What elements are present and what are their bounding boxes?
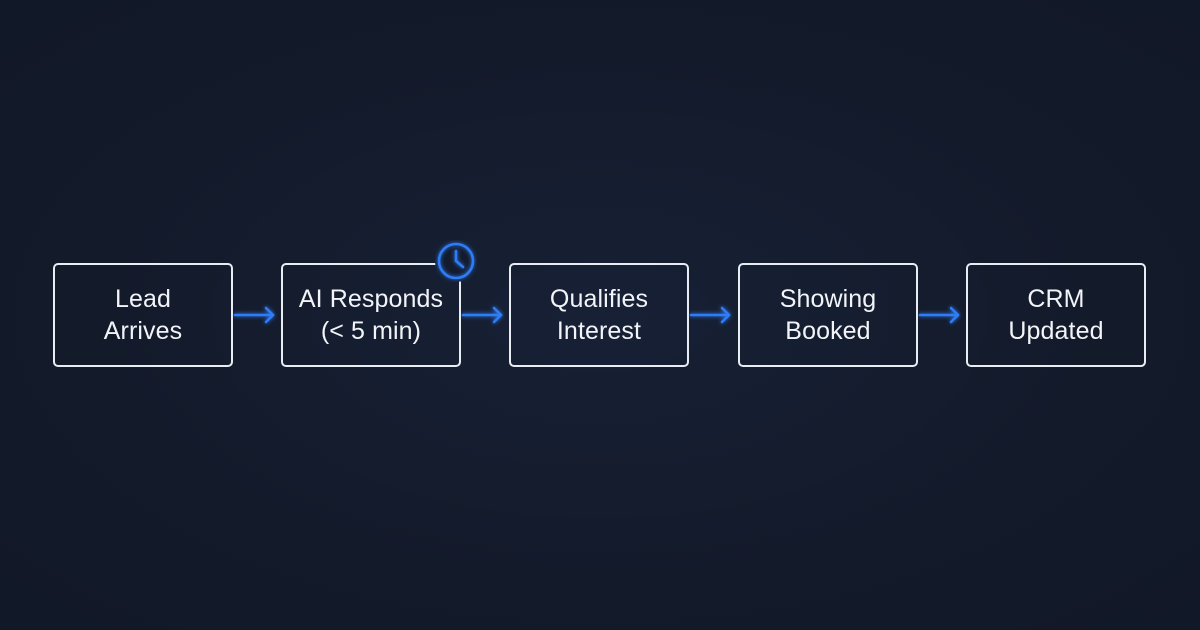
step-qualifies-interest: Qualifies Interest: [509, 263, 689, 367]
clock-icon: [435, 240, 477, 282]
step-label: AI Responds (< 5 min): [298, 285, 444, 345]
step-label: CRM Updated: [1008, 285, 1104, 345]
step-crm-updated: CRM Updated: [966, 263, 1146, 367]
step-lead-arrives: Lead Arrives: [53, 263, 233, 367]
arrow-right-icon: [918, 306, 960, 324]
arrow-right-icon: [233, 306, 275, 324]
arrow-right-icon: [461, 306, 503, 324]
step-label: Qualifies Interest: [549, 285, 649, 345]
step-label: Showing Booked: [779, 285, 877, 345]
step-ai-responds: AI Responds (< 5 min): [281, 263, 461, 367]
step-showing-booked: Showing Booked: [738, 263, 918, 367]
step-label: Lead Arrives: [103, 285, 183, 345]
arrow-right-icon: [689, 306, 731, 324]
